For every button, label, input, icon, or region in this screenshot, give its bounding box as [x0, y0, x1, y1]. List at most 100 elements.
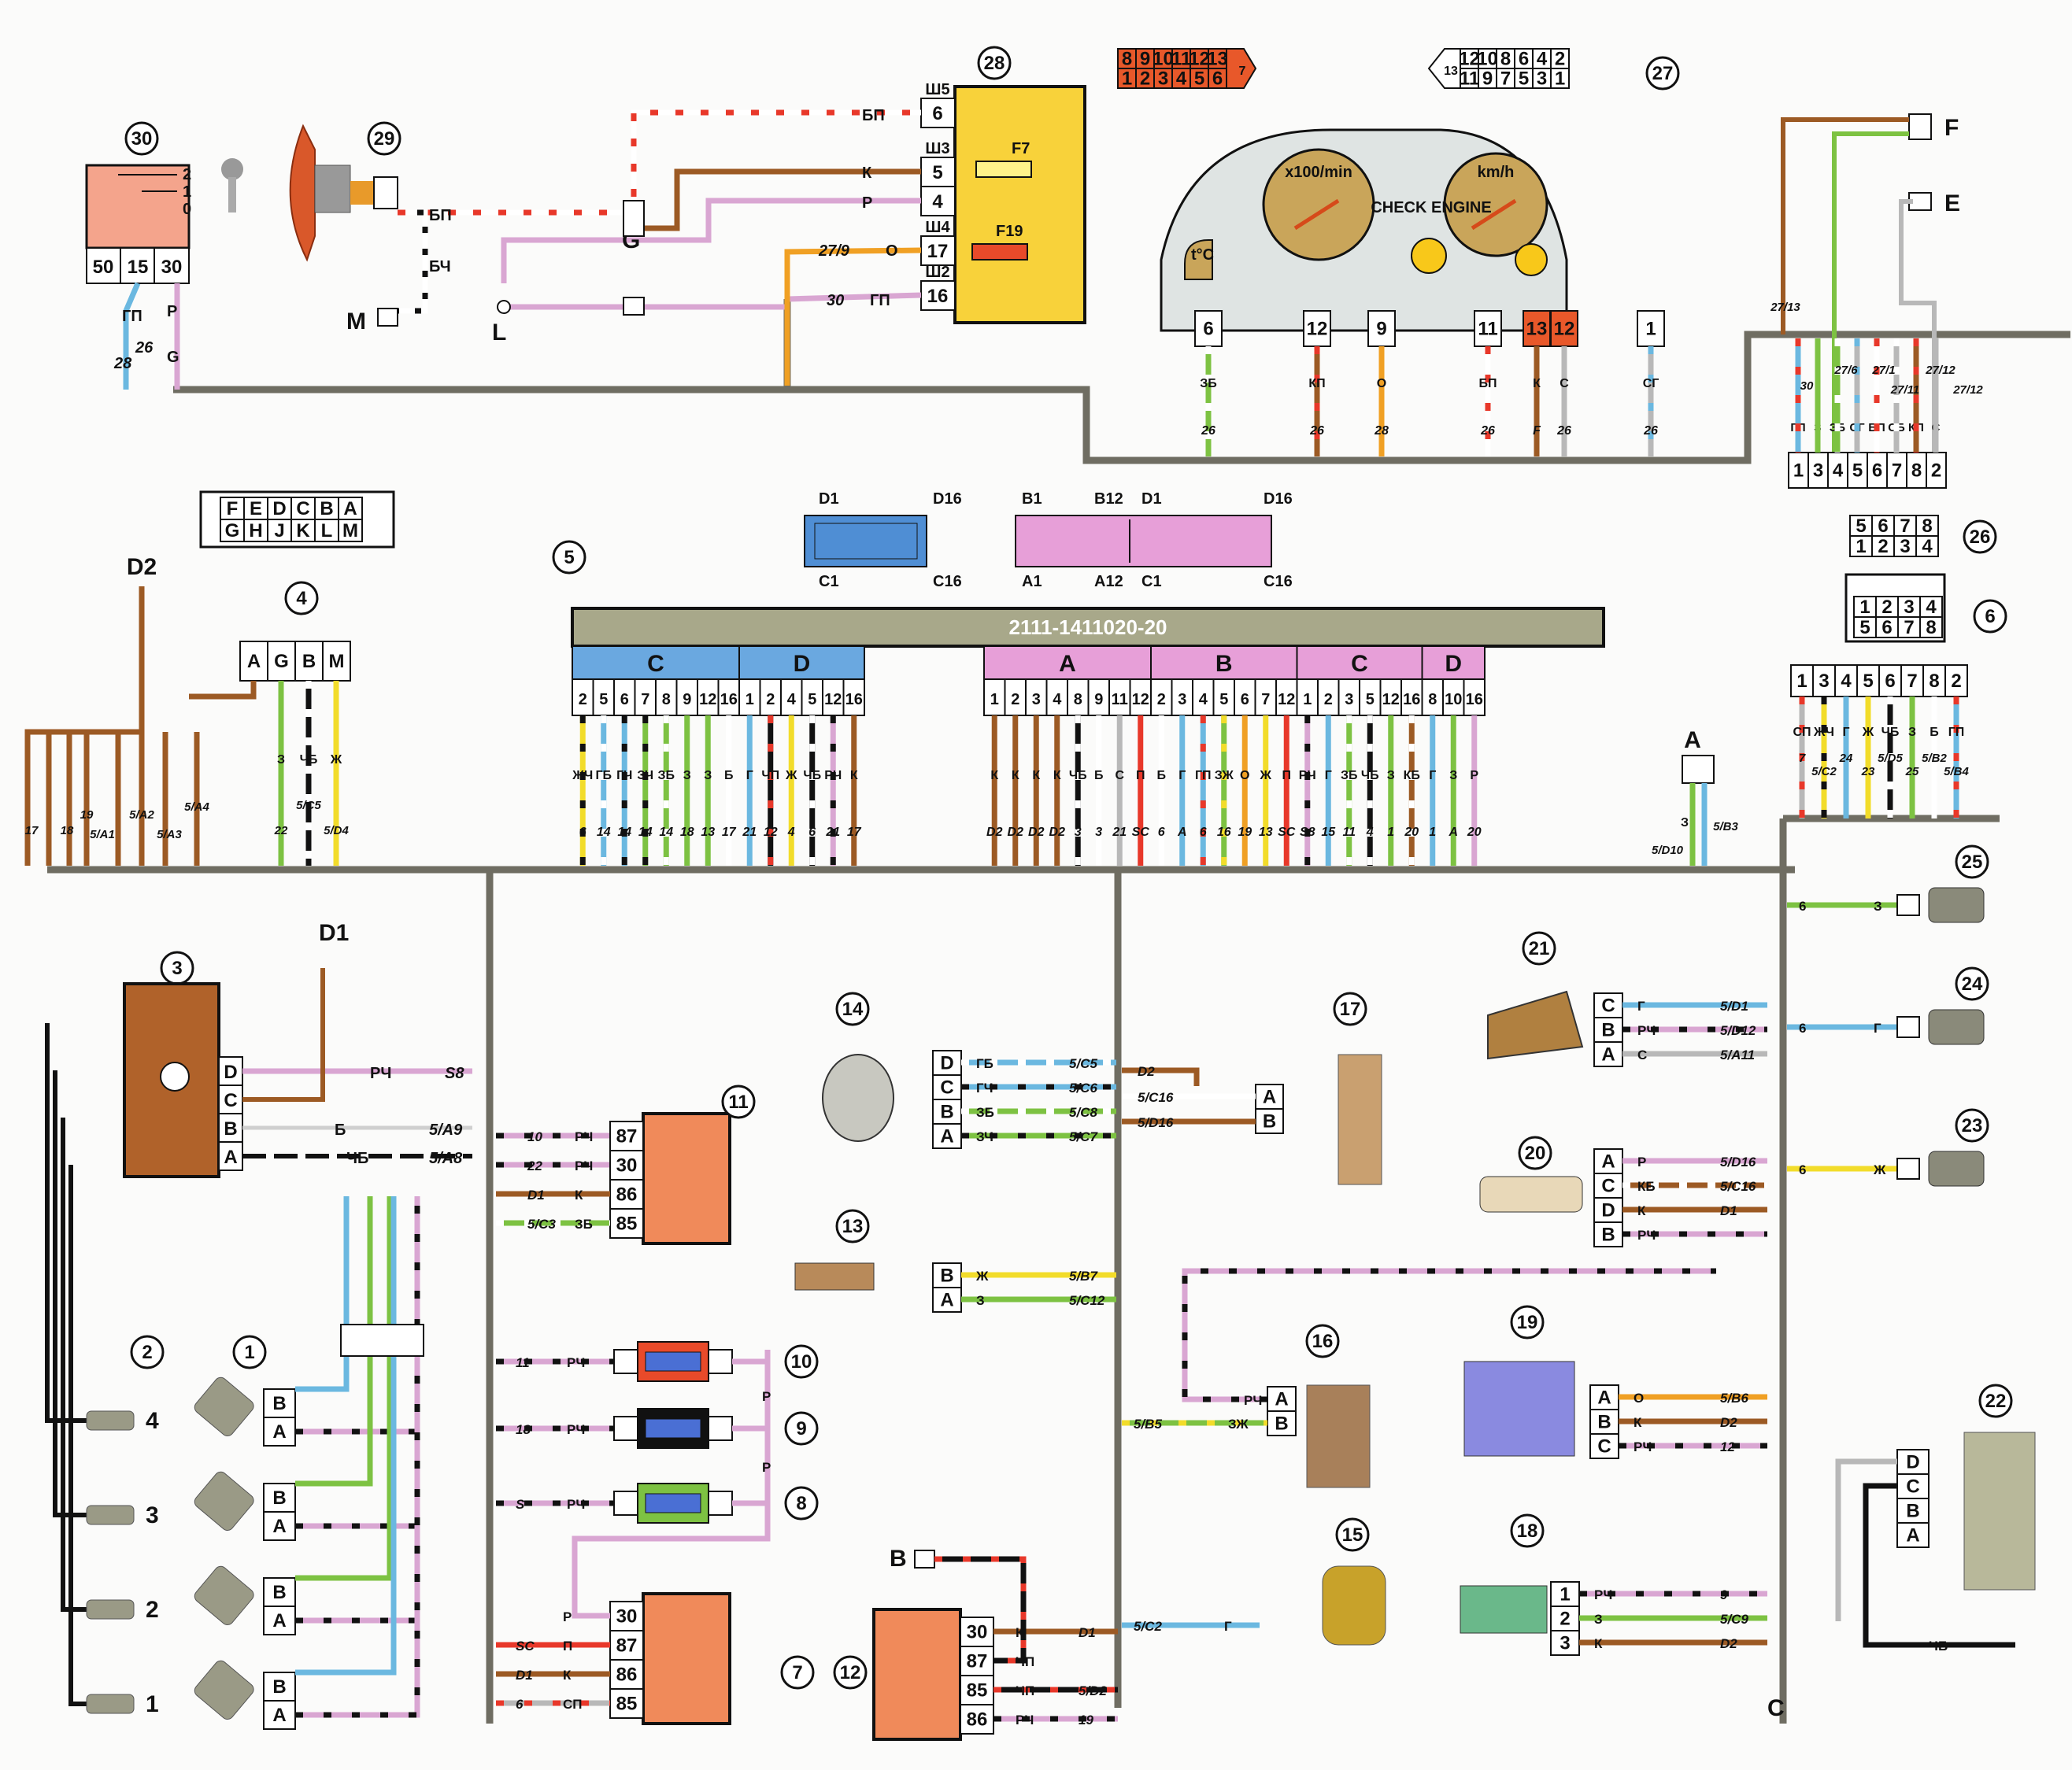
conn26-cell [1871, 535, 1895, 557]
ecu-wire-dest: 1 [1429, 826, 1436, 839]
br-conn-pin [1807, 452, 1829, 489]
relay-12-pin-30-label: 30 [967, 1622, 988, 1643]
iac-wire-color: О [1634, 1391, 1644, 1406]
conn6-wire-dest: 25 [1905, 765, 1919, 778]
relay-7-wire-30 [572, 1350, 771, 1619]
o2-pin [1593, 1197, 1623, 1223]
diag-wire-dest: 5/C5 [296, 799, 321, 812]
o2-wire-color: КБ [1637, 1179, 1656, 1194]
relay-12-pin-85-label: 85 [967, 1680, 988, 1702]
ecu-pin-number: 4 [1199, 691, 1208, 708]
component-14-number-text: 14 [842, 999, 864, 1020]
component-29-number: 29 [374, 128, 395, 150]
terminal-m: M [346, 309, 366, 334]
ecu-wire-dest: 17 [722, 826, 737, 839]
cluster-wire-dest: 26 [1480, 424, 1495, 438]
white-conn-cell-label: 2 [1555, 49, 1565, 70]
idle-air-control-icon [1463, 1361, 1575, 1457]
d2-branch-dest: 5/A3 [157, 828, 182, 841]
fuel-pump-pin-label: C [1906, 1476, 1919, 1498]
relay-7-pin-85-label: 85 [616, 1694, 638, 1715]
ecu-wire-dest: 4 [1366, 826, 1374, 839]
conn6-wire-color: Б [1930, 726, 1939, 739]
maf-wire-color: ГБ [976, 1056, 993, 1071]
diag-cell-label: H [249, 520, 262, 541]
injector-pin-a-label: A [272, 1421, 286, 1443]
fuel-pump-pin [1896, 1498, 1930, 1524]
conn6-pin-label: 6 [1885, 671, 1895, 692]
diag-cell-label: B [320, 498, 333, 519]
conn6-cell-label: 4 [1926, 597, 1937, 618]
ign-wire-b-dest: 5/A9 [429, 1121, 463, 1139]
o2-wire-color: Р [1637, 1155, 1646, 1170]
canister-wire-a-stripe [1182, 1268, 1716, 1402]
component-24-icon [1928, 1009, 1985, 1045]
diag-pin [294, 641, 324, 682]
conn6-wire-color: Г [1842, 726, 1849, 739]
br-conn-pin [1788, 452, 1809, 489]
component-28-number: 28 [984, 53, 1005, 74]
orange-conn-cell-label: 1 [1122, 68, 1132, 90]
o2-pin [1593, 1221, 1623, 1247]
conn6-pin-label: 4 [1841, 671, 1852, 692]
tps-wire-color: Г [1637, 999, 1645, 1014]
ecu-wire-color: З [1387, 769, 1395, 782]
maf-pin [932, 1099, 962, 1125]
relay-7-wire-dest: SC [516, 1639, 535, 1654]
white-conn-cell-label: 11 [1460, 68, 1479, 90]
component-28-fuse-block: 28 6 5 4 17 16 Ш5 Ш3 Ш4 Ш2 F7 F19 [920, 46, 1086, 324]
tps-pin [1593, 992, 1623, 1018]
relay-7-number [780, 1655, 815, 1690]
component-4-number-text: 4 [296, 588, 307, 609]
ecu-pin-number: 11 [1112, 691, 1128, 708]
fuse-element [645, 1418, 701, 1439]
ecu-pin-number: 7 [1261, 691, 1270, 708]
br-conn-pin-label: 8 [1911, 460, 1922, 482]
speed-wire-dest: 9 [1720, 1587, 1728, 1602]
relay-11-pin-30-label: 30 [616, 1155, 638, 1177]
relay-11-wire-color: РЧ [575, 1158, 593, 1173]
ecu-wire-dest: 6 [1200, 826, 1207, 839]
ecu-wire-color: ГЧ [616, 769, 632, 782]
ecu-wire-dest: 13 [701, 826, 715, 839]
component-30-number: 30 [131, 128, 153, 150]
ecu-wire-color: Р [1470, 769, 1478, 782]
fuse-wire-color: РЧ [567, 1422, 585, 1437]
iac-wire-color: РЧ [1634, 1439, 1652, 1454]
cluster-pin-13 [1523, 310, 1551, 347]
cluster-wire-dest: 26 [1201, 424, 1215, 438]
ecu-pin-number: 8 [1074, 691, 1082, 708]
iac-pin-label: B [1597, 1412, 1611, 1433]
canister-color-a: РЧ [1244, 1393, 1262, 1408]
terminal-a-dest-2: 5/B3 [1713, 820, 1738, 833]
ecu-wire-color: ЧБ [1361, 769, 1379, 782]
ecu-wire-dest: SC [1132, 826, 1150, 839]
br-conn-ref: 27/11 [1890, 383, 1919, 397]
ecu-group-C [1296, 645, 1423, 680]
wire-label-o: О [886, 242, 898, 260]
injector-harness-connector [340, 1324, 424, 1357]
ecu-group-D [738, 645, 865, 680]
ecu-wire-color: П [1282, 769, 1292, 782]
component-16-number [1305, 1324, 1340, 1358]
relay-7-pin-86-label: 86 [616, 1665, 638, 1686]
conn26-cell [1849, 515, 1873, 537]
conn26-cell-label: 1 [1856, 536, 1866, 557]
spark-plug-number: 1 [146, 1691, 159, 1717]
conn26-cell [1849, 535, 1873, 557]
br-conn-ref: 27/12 [1925, 364, 1955, 377]
fuse-number [784, 1411, 819, 1446]
wire-label-p: Р [862, 194, 872, 212]
speed-pin-label: 3 [1560, 1633, 1570, 1654]
socket-sh2: Ш2 [925, 264, 949, 281]
crank-pin-b-label: B [1263, 1111, 1276, 1133]
ecu-wire-dest: S8 [1300, 826, 1315, 839]
o2-pin-label: D [1601, 1200, 1615, 1221]
o2-pin-label: B [1601, 1225, 1615, 1246]
ecu-pin-number: 2 [579, 691, 587, 708]
spark-plug-number: 2 [146, 1597, 159, 1623]
ecu-pin-number: 3 [1345, 691, 1353, 708]
speedometer-label: km/h [1478, 164, 1515, 181]
iac-pin-label: A [1597, 1388, 1611, 1409]
relay-7-body [642, 1592, 731, 1725]
